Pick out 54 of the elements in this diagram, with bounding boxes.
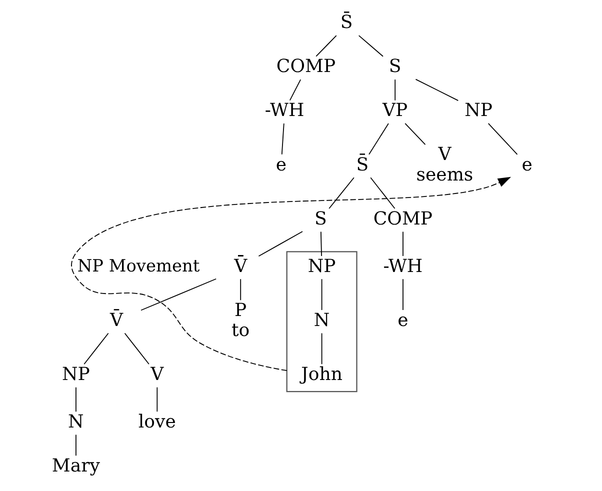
- connector: [394, 79, 396, 101]
- node-text: V: [438, 144, 451, 166]
- node-text: e: [397, 310, 408, 331]
- connector: [288, 79, 301, 101]
- node-text: VP: [382, 100, 408, 122]
- node-text: N: [313, 310, 330, 331]
- connector: [315, 35, 336, 57]
- node-text: John: [300, 364, 342, 386]
- node-text: P: [234, 300, 246, 321]
- connector: [487, 123, 518, 155]
- cluster: [286, 251, 357, 392]
- node-text: NP: [464, 100, 492, 122]
- connector: [140, 278, 216, 311]
- connector: [240, 278, 241, 301]
- node-text: love: [138, 411, 176, 432]
- connector: [320, 231, 322, 256]
- connector: [75, 386, 76, 412]
- connector: [83, 332, 108, 365]
- edge-label: NP Movement: [76, 255, 200, 276]
- node-text: COMP: [372, 208, 432, 230]
- node-text: NP: [62, 364, 90, 386]
- connector: [370, 177, 395, 209]
- connector: [156, 386, 158, 412]
- node-text: COMP: [276, 56, 336, 78]
- node-text: S: [388, 56, 401, 78]
- connector: [404, 123, 426, 145]
- connector: [124, 332, 149, 365]
- node-text: V̄: [110, 310, 123, 331]
- node-text: V: [150, 364, 164, 386]
- node-text: S̄: [356, 154, 368, 176]
- node-label: seems: [416, 164, 473, 186]
- connector: [258, 231, 302, 257]
- connector: [402, 278, 403, 310]
- node-text: -WH: [382, 256, 422, 277]
- connector: [75, 434, 76, 456]
- node-text: S: [314, 208, 326, 230]
- node-text: NP: [307, 256, 336, 277]
- connector: [358, 35, 383, 57]
- connector: [280, 123, 284, 155]
- node-text: e: [521, 154, 532, 176]
- connector: [414, 78, 458, 101]
- connector: [320, 278, 322, 310]
- connector: [320, 332, 322, 365]
- node-text: -WH: [264, 100, 304, 122]
- node-label: to: [231, 320, 250, 342]
- node-text: Mary: [51, 455, 100, 476]
- node-text: e: [275, 154, 286, 176]
- connector: [328, 177, 354, 209]
- arrow: [70, 176, 511, 372]
- connector: [368, 123, 388, 155]
- node-text: V̄̄̄: [234, 256, 247, 277]
- node-text: S̄: [340, 12, 352, 34]
- node-text: N: [68, 411, 84, 432]
- connector: [402, 231, 403, 256]
